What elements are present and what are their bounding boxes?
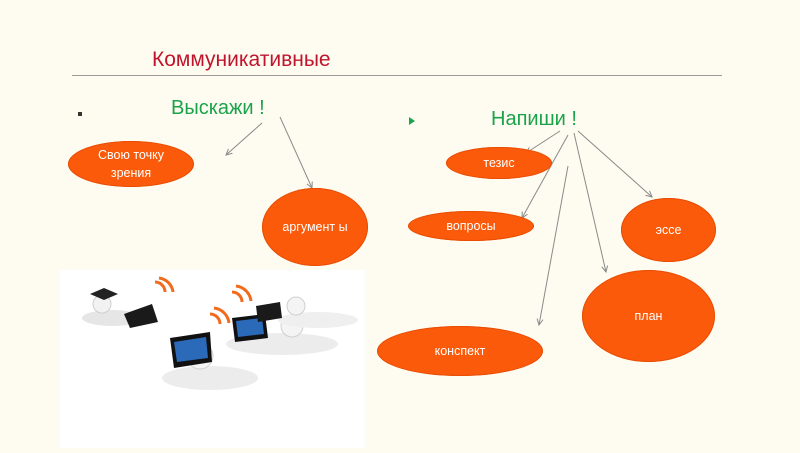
illustration-image: [60, 270, 365, 448]
ellipse-outline: конспект: [377, 326, 543, 376]
ellipse-arguments: аргумент ы: [262, 188, 368, 266]
arrow-to-opinion: [226, 123, 262, 155]
ellipse-questions: вопросы: [408, 211, 534, 241]
ellipse-plan: план: [582, 270, 715, 362]
ellipse-thesis: тезис: [446, 147, 552, 179]
laptop-people-illustration: [60, 270, 365, 448]
ellipse-plan-label: план: [635, 307, 663, 325]
ellipse-outline-label: конспект: [435, 342, 486, 360]
arrow-to-plan: [574, 133, 606, 272]
ellipse-opinion-label: Свою точку зрения: [86, 146, 176, 182]
ellipse-questions-label: вопросы: [446, 217, 495, 235]
ellipse-thesis-label: тезис: [483, 154, 514, 172]
arrow-to-outline: [539, 166, 568, 325]
ellipse-arguments-label: аргумент ы: [280, 218, 350, 236]
ellipse-essay-label: эссе: [656, 221, 682, 239]
ellipse-essay: эссе: [621, 198, 716, 262]
ellipse-opinion: Свою точку зрения: [68, 141, 194, 187]
arrow-to-arguments: [280, 117, 312, 188]
arrow-to-essay: [578, 131, 652, 197]
